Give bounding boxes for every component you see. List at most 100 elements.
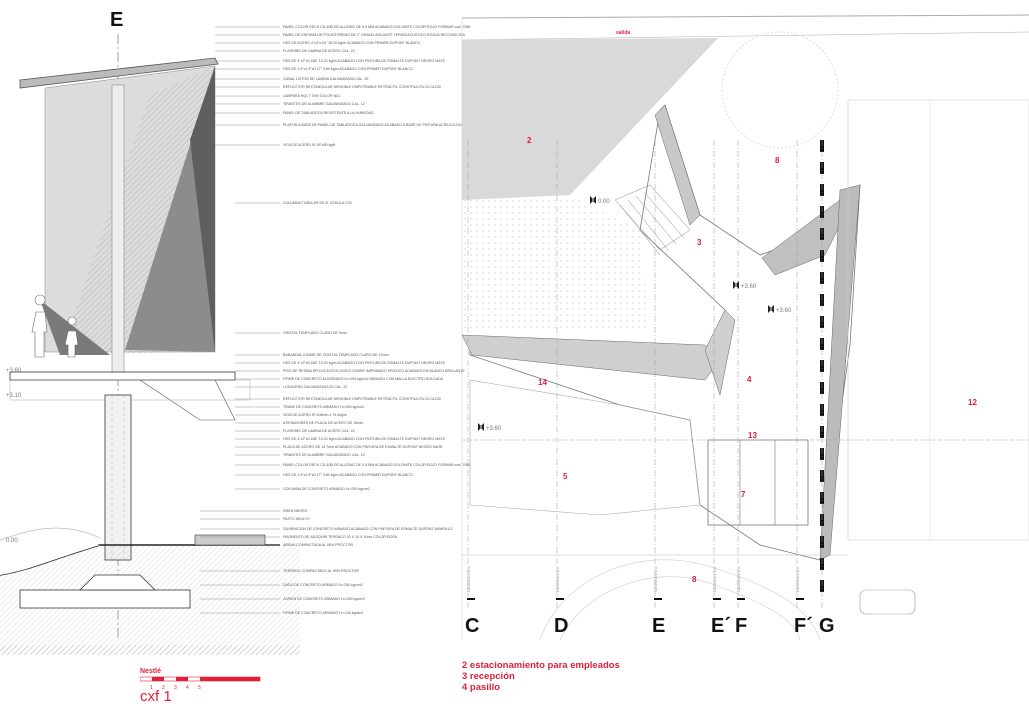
grid-axis-label: F´ [794, 615, 813, 637]
annotation-note: PANEL DE ESPUMA DE POLIESTIRENO DE 2" GR… [283, 33, 466, 37]
roof-blade [761, 184, 861, 276]
section-mark-icon [796, 598, 804, 600]
annotation-note: PANEL DE TABLAROCA RESISTENTE A LA HUMED… [283, 111, 374, 115]
annotation-note: CRISTAL TEMPLADO CLARO DE 9mm [283, 331, 347, 335]
annotation-note: BARANDAL A BASE DE CRISTAL TEMPLADO CLAR… [283, 353, 389, 357]
scale-tick: 4 [186, 685, 189, 691]
annotation-notes: PANEL COLOR DECK CD-40B DE ALUZINC DE 0.… [200, 25, 487, 615]
grid-axis-label: E [652, 615, 665, 637]
annotation-note: DREN NEGRO [283, 509, 308, 513]
section-mark-label: SECCION 1-1 [653, 566, 658, 592]
annotation-note: TIRANTES DE ALAMBRE GALVANIZADO CAL. 12 [283, 453, 365, 457]
section-mark-icon [713, 598, 721, 600]
section-mark-icon [654, 598, 662, 600]
annotation-note: PISO DE RESINA EPOXICA ECOLOGICO SOBRE I… [283, 369, 465, 373]
annotation-note: VIGA DE ACERO IR 406mm x 74.4kg/m [283, 413, 347, 417]
section-mark-label: SECCION 1-1 [736, 566, 741, 592]
grid-axis-label: F [735, 615, 747, 637]
room-number: 3 [697, 238, 702, 247]
section-axis-label: E [110, 9, 123, 31]
legend-item: 4 pasillo [462, 682, 501, 693]
level-label: +3.60 [741, 284, 757, 290]
annotation-note: HSS DE 4"x2"x0.188" 10.02 kg/m ACABADO C… [283, 59, 446, 63]
annotation-note: FIRME DE CONCRETO ARMADO f'c=100 kg/cm2 [283, 611, 363, 615]
section-mark-icon [467, 598, 475, 600]
annotation-note: HSS DE 4"x2"x0.188" 10.02 kg/m ACABADO C… [283, 361, 446, 365]
curb [194, 534, 266, 546]
annotation-note: TERRENO COMPACTADO AL 95% PROCTOR [283, 569, 359, 573]
section-mark-label: SECCION 1-1 [795, 566, 800, 592]
car-icon [859, 589, 916, 615]
annotation-note: VIGA DE ACERO IR 18"x50 kg/ft [283, 143, 335, 147]
annotation-note: HSS DE 1.5"x1.5"x0.17" 3.80 kg/m ACABADO… [283, 67, 413, 71]
level-marker-icon [768, 305, 774, 313]
scale-tick: 5 [198, 685, 201, 691]
annotation-note: PLAFON A BASE DE PANEL DE TABLAROCA GALV… [283, 123, 487, 127]
level-label: +3.60 [486, 426, 502, 432]
stairs [614, 184, 691, 256]
floor-plan: salida [461, 14, 1029, 641]
level-markers: +3.60 +3.10 0.00 [6, 368, 22, 544]
room-number: 2 [527, 136, 532, 145]
grid-axis-label: E´ [711, 615, 731, 637]
room-number: 7 [741, 490, 746, 499]
level-marker-icon [478, 423, 484, 431]
annotation-note: PASTO KIKUYO [283, 517, 310, 521]
shadow [40, 300, 110, 355]
annotation-note: HSS DE 4"x2"x0.188" 10.02 kg/m ACABADO C… [283, 437, 446, 441]
section-mark-label: SECCION 1-1 [466, 566, 471, 592]
room-number: 13 [748, 431, 757, 440]
annotation-note: TRABE DE CONCRETO ARMADO f'c=250 kg/cm2 [283, 405, 364, 409]
scale-title: Nestlé [140, 668, 162, 675]
annotation-note: REFLECTOR RECTANGULAR DIRIGIBLE EMPOTRAB… [283, 85, 441, 89]
annotation-note: PANEL COLOR DECK CD-40B DE ALUZINC DE 0.… [283, 463, 470, 467]
roof-blade [654, 104, 701, 226]
annotation-note: LAMPARA HQI-T 70W COLOR NDL [283, 94, 341, 98]
annotation-note: ATIESADORES DE PLACA DE ACERO DE 16mm [283, 421, 363, 425]
parking-area [462, 38, 718, 200]
annotation-note: FIRME DE CONCRETO ALIGERADO f'c=200 kg/c… [283, 377, 444, 381]
plan-levels: 0.00 +3.60 +3.60 +3.60 [478, 196, 792, 432]
legend-item: 2 estacionamiento para empleados [462, 660, 620, 671]
annotation-note: HSS DE ACERO 4"x4"x1/4" 38.20 kg/m ACABA… [283, 41, 421, 45]
tree-canopy [721, 31, 839, 149]
child-figure-icon [64, 316, 79, 358]
grid-axis-label: C [465, 615, 479, 637]
annotation-note: CANAL LISTON DE LAMINA GALVANIZADA CAL. … [283, 77, 368, 81]
level-label: +3.60 [776, 308, 792, 314]
annotation-note: COLUMNA DE CONCRETO ARMADO f'c=250 kg/cm… [283, 487, 370, 491]
section-mark-icon [556, 598, 564, 600]
concrete-pier [104, 394, 132, 561]
floor-slab [9, 371, 236, 381]
level-label: 0.00 [598, 199, 610, 205]
legend-item: 3 recepción [462, 671, 515, 682]
section-mark-label: SECCION 1-1 [712, 566, 717, 592]
grid-axes: C SECCION 1-1D SECCION 1-1E SECCION 1-1E´ SE… [465, 140, 835, 637]
room-number: 4 [747, 375, 752, 384]
building-section: E +3.60 [0, 9, 487, 655]
legend: 2 estacionamiento para empleados 3 recep… [462, 660, 620, 693]
annotation-note: ARENA COMPACTADA AL 95% PROCTOR [283, 543, 353, 547]
area-12 [847, 99, 1029, 541]
steel-column [111, 84, 125, 376]
level-marker-icon [590, 196, 596, 204]
annotation-note: DADO DE CONCRETO ARMADO f'c=250 kg/cm2 [283, 583, 363, 587]
annotation-note: PANEL COLOR DECK CD-40B DE ALUZINC DE 0.… [283, 25, 470, 29]
section-mark-label: SECCION 1-1 [555, 566, 560, 592]
annotation-note: FLASHING DE LAMINA DE ACERO CAL. 22 [283, 49, 355, 53]
grid-axis-label: G [819, 615, 835, 637]
annotation-note: REFLECTOR RECTANGULAR DIRIGIBLE EMPOTRAB… [283, 397, 441, 401]
grid-axis-label: D [554, 615, 568, 637]
annotation-note: FLASHING DE LAMINA DE ACERO CAL. 22 [283, 429, 355, 433]
room-number: 14 [538, 378, 547, 387]
parking-stalls [462, 195, 650, 330]
level-marker-icon [733, 281, 739, 289]
room-number: 8 [692, 575, 697, 584]
footing [19, 589, 191, 609]
annotation-note: TIRANTES DE ALAMBRE GALVANIZADO CAL. 12 [283, 102, 365, 106]
exit-label: salida [616, 30, 630, 36]
annotation-note: PLACA DE ACERO DE 13.7mm ACABADO CON PIN… [283, 445, 443, 449]
